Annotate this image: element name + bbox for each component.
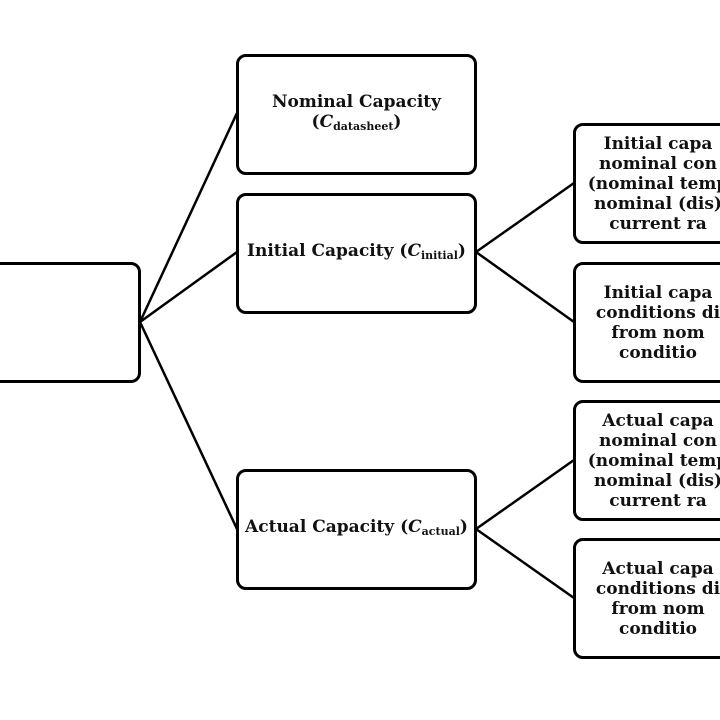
actual-capacity-text: Actual Capacity (Cactual) <box>245 517 468 542</box>
leaf-line: from nom <box>611 322 705 343</box>
leaf-line: from nom <box>611 598 705 619</box>
nominal-capacity-symbol-line: (Cdatasheet) <box>272 112 441 137</box>
root-node: Capacity <box>0 262 141 383</box>
leaf-line: nominal con <box>599 153 717 174</box>
nominal-subscript: datasheet <box>333 120 394 133</box>
leaf-actual-differing-conditions: Actual capa conditions di from nom condi… <box>573 538 720 659</box>
leaf-actual-nominal-conditions: Actual capa nominal con (nominal temp no… <box>573 400 720 521</box>
leaf-initial-nominal-conditions: Initial capa nominal con (nominal temp n… <box>573 123 720 244</box>
initial-close-paren: ) <box>457 241 466 261</box>
initial-capacity-node: Initial Capacity (Cinitial) <box>236 193 477 314</box>
actual-subscript: actual <box>421 525 460 538</box>
leaf-initial-nominal-text: Initial capa nominal con (nominal temp n… <box>576 134 720 234</box>
leaf-initial-differing-conditions: Initial capa conditions di from nom cond… <box>573 262 720 383</box>
leaf-line: Initial capa <box>603 282 713 303</box>
leaf-line: conditions di <box>595 578 720 599</box>
leaf-line: Actual capa <box>602 558 714 579</box>
actual-capacity-node: Actual Capacity (Cactual) <box>236 469 477 590</box>
leaf-actual-nominal-text: Actual capa nominal con (nominal temp no… <box>576 411 720 511</box>
initial-prefix: Initial Capacity ( <box>247 241 408 261</box>
nominal-symbol: C <box>319 112 334 132</box>
connector-initial-to-leaf-differing <box>474 250 576 324</box>
leaf-line: Initial capa <box>603 133 713 154</box>
nominal-capacity-title: Nominal Capacity <box>271 92 442 112</box>
connector-root-to-initial <box>138 250 239 324</box>
leaf-line: conditio <box>618 342 698 363</box>
actual-prefix: Actual Capacity ( <box>245 517 409 537</box>
connector-actual-to-leaf-nominal <box>474 458 576 531</box>
connector-initial-to-leaf-nominal <box>474 181 576 254</box>
nominal-close-paren: ) <box>393 112 402 132</box>
connector-root-to-nominal <box>138 111 239 324</box>
root-node-label: Capacity <box>0 312 63 333</box>
leaf-line: current ra <box>609 213 707 234</box>
leaf-line: nominal (dis) <box>594 470 720 491</box>
connector-root-to-actual <box>138 320 239 531</box>
nominal-open-paren: ( <box>311 112 320 132</box>
initial-capacity-text: Initial Capacity (Cinitial) <box>247 241 466 266</box>
actual-symbol: C <box>408 517 422 537</box>
nominal-capacity-node: Nominal Capacity (Cdatasheet) <box>236 54 477 175</box>
leaf-actual-differing-text: Actual capa conditions di from nom condi… <box>576 559 720 639</box>
leaf-line: nominal (dis) <box>594 193 720 214</box>
leaf-line: current ra <box>609 490 707 511</box>
leaf-line: Actual capa <box>602 410 714 431</box>
leaf-initial-differing-text: Initial capa conditions di from nom cond… <box>576 283 720 363</box>
initial-symbol: C <box>407 241 421 261</box>
nominal-capacity-text: Nominal Capacity (Cdatasheet) <box>272 92 441 137</box>
connector-actual-to-leaf-differing <box>474 527 576 600</box>
initial-subscript: initial <box>420 249 458 262</box>
leaf-line: (nominal temp <box>587 173 720 194</box>
leaf-line: nominal con <box>599 430 717 451</box>
leaf-line: conditions di <box>595 302 720 323</box>
leaf-line: (nominal temp <box>587 450 720 471</box>
leaf-line: conditio <box>618 618 698 639</box>
actual-close-paren: ) <box>459 517 468 537</box>
